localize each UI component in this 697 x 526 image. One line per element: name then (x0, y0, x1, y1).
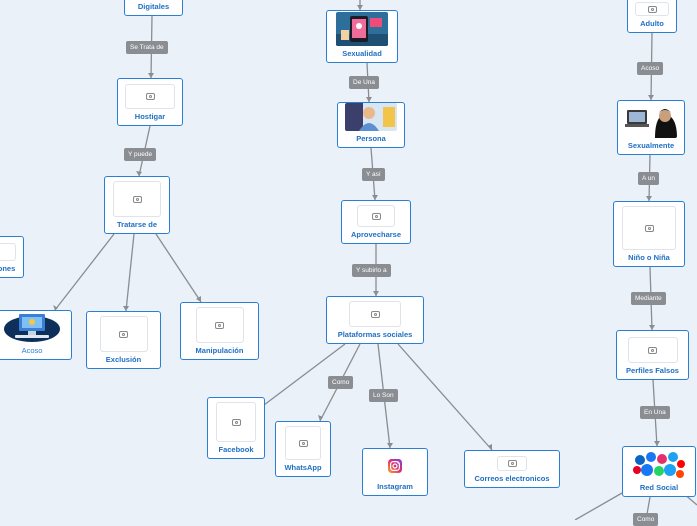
node-ones[interactable]: ones (0, 236, 24, 278)
node-persona[interactable]: Persona (337, 102, 405, 148)
node-exclusion[interactable]: Exclusión (86, 311, 161, 369)
node-sexualidad[interactable]: Sexualidad (326, 10, 398, 63)
instagram-icon (388, 459, 402, 473)
node-label: Tratarse de (116, 220, 158, 229)
persona-illustration (345, 103, 397, 131)
camera-icon (119, 330, 128, 338)
link-se-trata-de: Se Trata de (126, 41, 168, 54)
node-sexualmente[interactable]: Sexualmente (617, 100, 685, 155)
sexualmente-illustration (625, 102, 677, 138)
camera-icon (132, 195, 142, 203)
node-adulto[interactable]: Adulto (627, 0, 677, 33)
node-facebook[interactable]: Facebook (207, 397, 265, 459)
node-tratarse-de[interactable]: Tratarse de (104, 176, 170, 234)
node-label: ones (0, 264, 16, 273)
link-y-subirlo-a: Y subirlo a (352, 264, 391, 277)
node-label: WhatsApp (284, 463, 322, 472)
node-aprovecharse[interactable]: Aprovecharse (341, 200, 411, 244)
camera-icon (507, 460, 517, 467)
link-como: Como (328, 376, 354, 389)
image-placeholder (125, 84, 175, 109)
node-label: Manipulación (195, 346, 244, 355)
node-acoso[interactable]: Acoso (0, 310, 72, 360)
image-placeholder (497, 456, 527, 471)
image-placeholder (635, 2, 669, 16)
node-instagram[interactable]: Instagram (362, 448, 428, 496)
computer-illustration (4, 314, 60, 342)
image-placeholder (285, 426, 321, 460)
node-correos-electronicos[interactable]: Correos electronicos (464, 450, 560, 488)
image-placeholder (113, 181, 161, 217)
link-y-puede: Y puede (124, 148, 157, 161)
link-acoso: Acoso (637, 62, 664, 75)
node-manipulacion[interactable]: Manipulación (180, 302, 259, 360)
node-label: Instagram (377, 482, 413, 491)
sexualidad-illustration (336, 12, 388, 46)
camera-icon (231, 418, 241, 426)
image-placeholder (0, 243, 16, 261)
link-y-asi: Y así (362, 168, 385, 181)
node-hostigar[interactable]: Hostigar (117, 78, 183, 126)
node-label: Adulto (640, 19, 664, 28)
image-placeholder (195, 307, 244, 343)
node-whatsapp[interactable]: WhatsApp (275, 421, 331, 477)
link-lo-son: Lo Son (369, 389, 398, 402)
node-nino-o-nina[interactable]: Niño o Niña (613, 201, 685, 267)
node-label: Plataformas sociales (337, 330, 413, 339)
node-label: Acoso (21, 346, 43, 355)
camera-icon (648, 346, 657, 354)
camera-icon (145, 93, 155, 100)
image-placeholder (627, 337, 678, 363)
camera-icon (370, 310, 380, 318)
camera-icon (371, 212, 381, 220)
node-label: Correos electronicos (474, 474, 550, 483)
node-perfiles-falsos[interactable]: Perfiles Falsos (616, 330, 689, 380)
node-label: Digitales (137, 2, 170, 11)
node-label: Sexualmente (627, 141, 675, 150)
image-placeholder (622, 206, 676, 250)
node-red-social[interactable]: Red Social (622, 446, 696, 497)
node-label: Hostigar (134, 112, 166, 121)
image-placeholder (349, 301, 401, 327)
image-placeholder (357, 205, 395, 227)
node-digitales[interactable]: Digitales (124, 0, 183, 16)
node-label: Niño o Niña (628, 253, 670, 262)
image-placeholder (216, 402, 256, 442)
node-label: Perfiles Falsos (626, 366, 679, 375)
node-label: Red Social (639, 483, 679, 492)
social-media-icons (633, 452, 685, 478)
image-placeholder (99, 316, 148, 352)
node-plataformas-sociales[interactable]: Plataformas sociales (326, 296, 424, 344)
link-mediante: Mediante (631, 292, 666, 305)
link-de-una: De Una (349, 76, 380, 89)
node-label: Exclusión (105, 355, 142, 364)
camera-icon (644, 224, 654, 232)
camera-icon (215, 321, 224, 329)
link-en-una: En Una (640, 406, 670, 419)
camera-icon (647, 5, 657, 13)
node-label: Sexualidad (342, 49, 382, 58)
node-label: Persona (356, 134, 386, 143)
node-label: Aprovecharse (350, 230, 402, 239)
link-a-un: A un (638, 172, 660, 185)
node-label: Facebook (218, 445, 254, 454)
camera-icon (298, 439, 308, 447)
